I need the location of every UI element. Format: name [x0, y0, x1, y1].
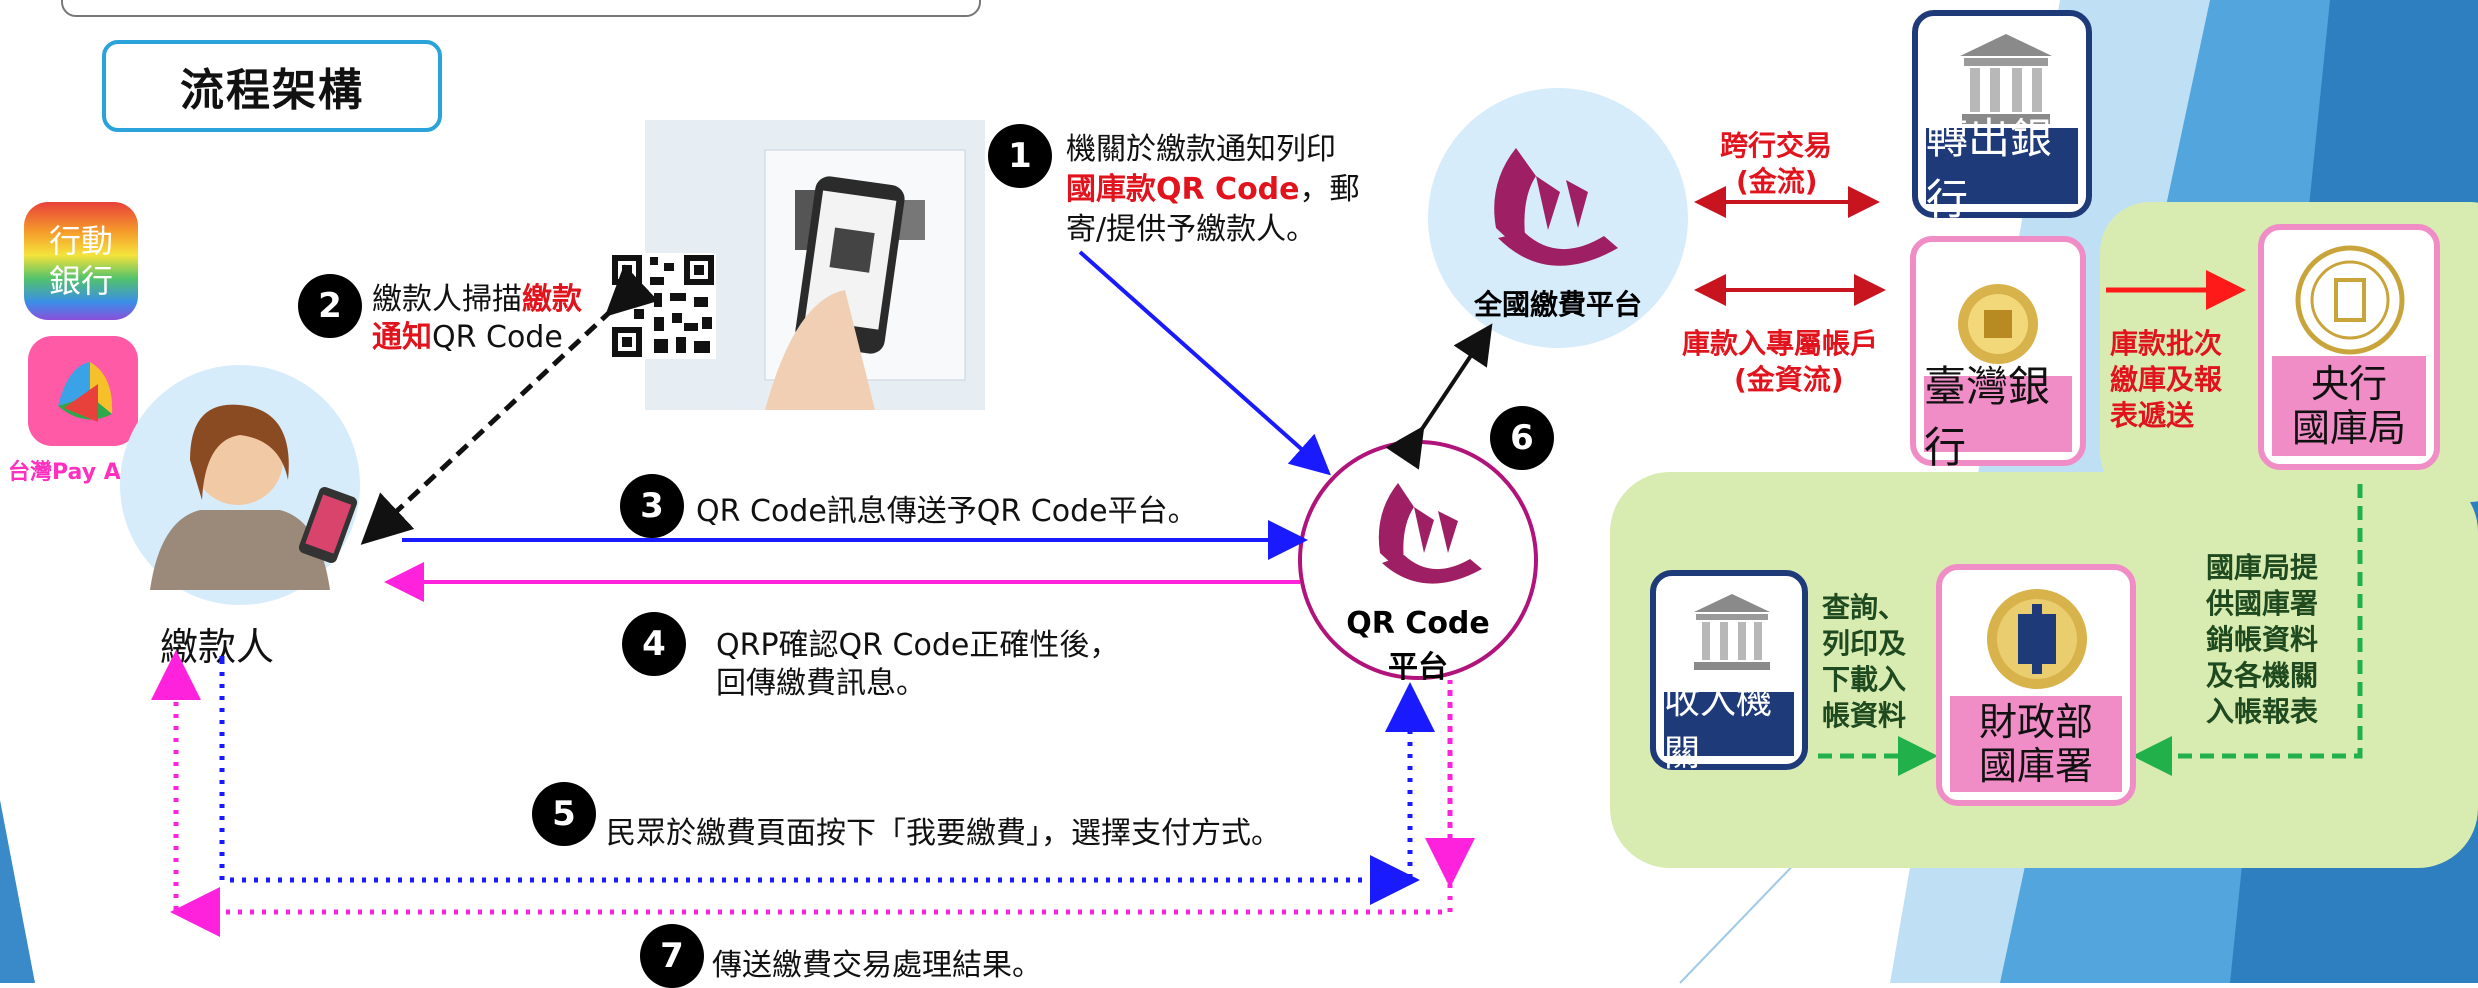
step-2-number: 2: [298, 274, 362, 338]
mof-treasury-label-1: 財政部: [1978, 700, 2093, 744]
step-1-number: 1: [988, 124, 1052, 188]
step-1-red: 國庫款QR Code: [1066, 172, 1300, 207]
step-1-text-line2: 國庫款QR Code，郵: [1066, 164, 1360, 208]
step-7-number: 7: [640, 924, 704, 988]
bank-building-icon: [1960, 34, 2052, 124]
treasury-account-label-2: (金資流): [1734, 363, 1844, 396]
title-box: 流程架構: [102, 40, 442, 132]
mof-treasury-logo: [1987, 589, 2087, 689]
central-bank-label-1: 央行: [2310, 362, 2387, 406]
taiwan-pay-app-icon: [28, 336, 138, 446]
central-bank-label-2: 國庫局: [2291, 406, 2406, 450]
mobile-bank-app-icon: 行動 銀行: [24, 202, 138, 320]
mof-treasury-label: 財政部 國庫署: [1950, 696, 2122, 792]
step-4-text-line2: 回傳繳費訊息。: [716, 666, 926, 701]
batch-label-2: 繳庫及報: [2110, 363, 2223, 396]
qr-platform-label-1: QR Code: [1346, 606, 1490, 641]
mobile-bank-line2: 銀行: [48, 262, 113, 300]
interbank-label-2: (金流): [1736, 165, 1818, 198]
treasury-account-label-1: 庫款入專屬帳戶: [1682, 327, 1879, 360]
mof-treasury-card: 財政部 國庫署: [1936, 564, 2136, 806]
transfer-out-bank-card: 轉出銀行: [1912, 10, 2092, 224]
national-platform-label: 全國繳費平台: [1473, 288, 1642, 321]
provide-label-3: 銷帳資料: [2206, 623, 2319, 656]
provide-label-1: 國庫局提: [2206, 551, 2319, 584]
mobile-bank-line1: 行動: [48, 222, 113, 260]
provide-label-2: 供國庫署: [2206, 587, 2319, 620]
payer-illustration: [120, 365, 360, 605]
query-label-1: 查詢、: [1822, 591, 1907, 624]
step-7-text: 傳送繳費交易處理結果。: [712, 948, 1042, 983]
step-5-number: 5: [532, 782, 596, 846]
step-1-text-line3: 寄/提供予繳款人。: [1066, 212, 1317, 247]
qr-platform-circle: [1298, 440, 1538, 680]
transfer-out-bank-label: 轉出銀行: [1926, 114, 2078, 224]
provide-label-5: 入帳報表: [2206, 695, 2319, 728]
step-5-text: 民眾於繳費頁面按下「我要繳費」，選擇支付方式。: [606, 816, 1281, 851]
query-label-2: 列印及: [1822, 627, 1907, 660]
agency-building-icon: [1694, 594, 1770, 670]
step-6-number: 6: [1490, 406, 1554, 470]
central-bank-logo: [2295, 245, 2405, 355]
bank-of-taiwan-card: 臺灣銀行: [1910, 236, 2086, 472]
revenue-agency-card: 收入機關: [1650, 570, 1808, 774]
revenue-agency-label: 收入機關: [1664, 681, 1794, 774]
batch-label-3: 表遞送: [2110, 399, 2195, 432]
central-bank-card: 央行 國庫局: [2258, 224, 2440, 470]
qr-platform-logo: [1378, 483, 1482, 584]
query-label-4: 帳資料: [1822, 699, 1907, 732]
step-4-text-line1: QRP確認QR Code正確性後，: [716, 628, 1120, 663]
batch-label-1: 庫款批次: [2110, 327, 2223, 360]
page-title: 流程架構: [180, 65, 364, 116]
step-1-rest: ，郵: [1299, 172, 1360, 207]
central-bank-label: 央行 國庫局: [2272, 356, 2426, 456]
interbank-label-1: 跨行交易: [1720, 129, 1833, 162]
bank-of-taiwan-label: 臺灣銀行: [1924, 362, 2072, 472]
step-1-text-line1: 機關於繳款通知列印: [1066, 132, 1336, 167]
qr-platform-label-2: 平台: [1388, 650, 1448, 685]
phone-scan-photo: [645, 120, 985, 410]
step-3-text: QR Code訊息傳送予QR Code平台。: [696, 494, 1198, 529]
provide-label-4: 及各機關: [2206, 659, 2319, 692]
step-4-number: 4: [622, 612, 686, 676]
bank-of-taiwan-logo: [1958, 284, 2038, 364]
query-label-3: 下載入: [1822, 663, 1907, 696]
national-platform-circle: [1428, 88, 1688, 348]
mof-treasury-label-2: 國庫署: [1978, 744, 2093, 788]
